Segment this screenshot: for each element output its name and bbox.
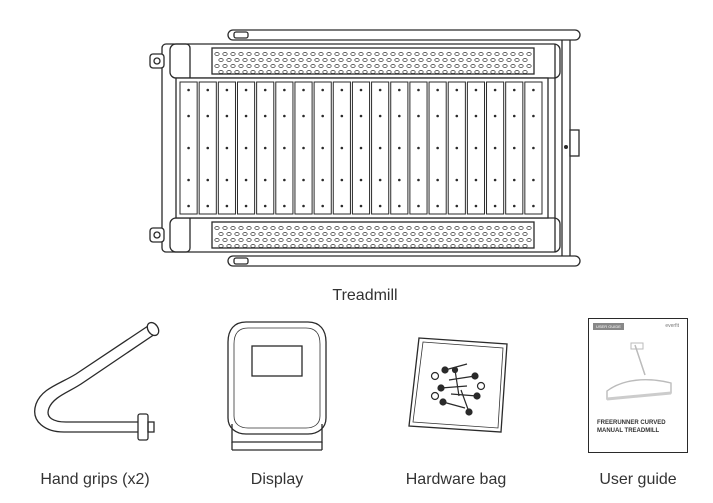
- hand-grip-illustration: [20, 318, 170, 448]
- hand-grips-label: Hand grips (x2): [40, 471, 150, 488]
- user-guide-cover: USER GUIDE everfit FREERUNNER CURVED MAN…: [588, 318, 688, 453]
- perforation-bottom: [214, 226, 532, 248]
- hardware-bag-illustration: [405, 330, 515, 440]
- perforation-top: [214, 52, 532, 74]
- hardware-bag-label: Hardware bag: [405, 471, 507, 488]
- guide-title-line1: FREERUNNER CURVED: [597, 420, 666, 426]
- guide-title-line2: MANUAL TREADMILL: [597, 428, 660, 434]
- treadmill-label: Treadmill: [332, 287, 398, 304]
- screws-group: [430, 363, 486, 416]
- guide-tag: USER GUIDE: [593, 323, 624, 330]
- user-guide-label: User guide: [599, 471, 677, 488]
- guide-brand: everfit: [665, 323, 679, 329]
- display-illustration: [222, 318, 332, 453]
- running-slats: [179, 81, 543, 215]
- treadmill-drawing: [149, 29, 581, 267]
- guide-treadmill-sketch: [606, 342, 672, 401]
- treadmill-illustration: [140, 20, 590, 275]
- display-label: Display: [250, 471, 304, 488]
